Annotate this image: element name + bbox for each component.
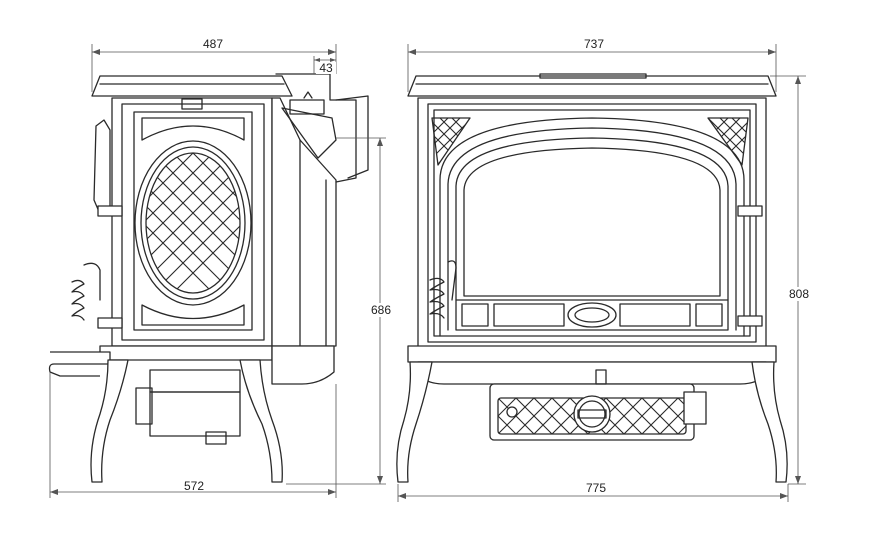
- front-coil-handle: [429, 277, 445, 319]
- dim-front-bottom-width: 775: [586, 481, 606, 495]
- front-view: [396, 73, 788, 483]
- dim-side-offset: 43: [319, 61, 333, 75]
- dim-side-top-width: 487: [203, 37, 223, 51]
- dim-side-bottom-width: 572: [184, 479, 204, 493]
- dim-side-height: 686: [371, 303, 391, 317]
- coil-handle: [71, 279, 85, 321]
- side-view: [48, 73, 369, 483]
- dimension-labels: 487 43 686 572 737 808 775: [180, 37, 814, 495]
- dim-front-height: 808: [789, 287, 809, 301]
- dim-front-top-width: 737: [584, 37, 604, 51]
